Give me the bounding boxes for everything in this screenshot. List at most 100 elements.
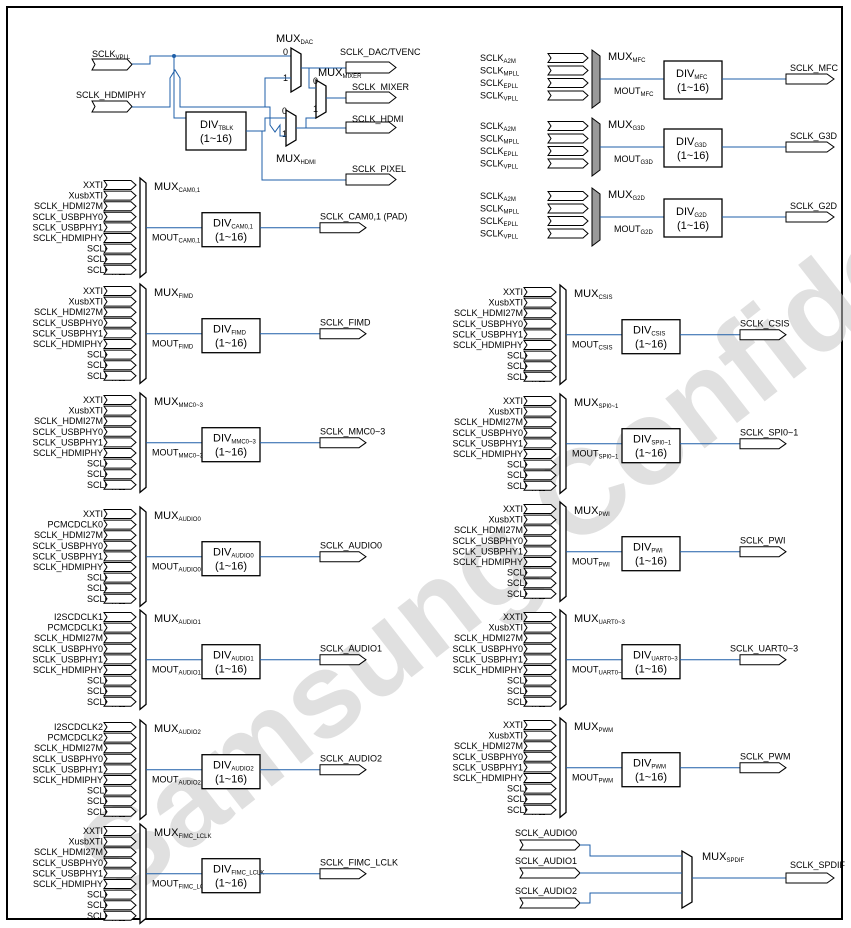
wire xyxy=(173,56,186,119)
output-label: SCLK_G3D xyxy=(790,131,838,141)
div-label: DIVAUDIO1 xyxy=(213,650,254,663)
divider-box xyxy=(201,644,261,680)
signal-pin xyxy=(103,469,137,480)
top-tv-section: SCLKVPLLSCLK_HDMIPHYDIVTBLK(1~16)MUXDAC0… xyxy=(76,33,421,186)
input-label: SCLK_USBPHY1 xyxy=(32,551,103,561)
mux-dac-shape xyxy=(290,46,302,94)
input-label: SCLK_HDMIPHY xyxy=(33,448,103,458)
divider-box xyxy=(201,754,261,790)
input-label: SCLKEPLL xyxy=(480,216,519,228)
input-label: SCLK_HDMIPHY xyxy=(453,773,523,783)
signal-pin xyxy=(103,665,137,675)
signal-pin xyxy=(103,211,137,222)
input-label: SCLK_USBPHY1 xyxy=(32,222,103,232)
input-label: SCLK_USBPHY0 xyxy=(32,754,103,764)
input-label: SCLK_AUDIO0 xyxy=(515,828,577,838)
signal-pin xyxy=(523,371,557,382)
signal-pin xyxy=(103,900,137,911)
output-label: SCLK_AUDIO2 xyxy=(320,754,382,764)
signal-pin xyxy=(547,53,589,63)
signal-pin xyxy=(103,612,137,622)
signal-pin xyxy=(103,339,137,349)
input-label: SCLK_USBPHY0 xyxy=(452,428,523,438)
signal-pin xyxy=(103,370,137,381)
right-block-spi0~1: XXTIXusbXTISCLK_HDMI27MSCLK_USBPHY0SCLK_… xyxy=(452,392,798,495)
div-label: DIVSPI0~1 xyxy=(633,434,672,447)
input-label: SCLK_USBPHY0 xyxy=(452,752,523,762)
input-label: SCLK_HDMI27M xyxy=(34,633,103,643)
mux-label: MUXMFC xyxy=(608,51,646,64)
signal-pin xyxy=(523,762,557,773)
signal-pin xyxy=(103,264,137,275)
output-pin xyxy=(319,551,367,563)
div-label: DIVG3D xyxy=(676,136,707,149)
signal-pin xyxy=(523,612,557,622)
mux-shape xyxy=(139,391,147,494)
mux-hdmi-label: MUXHDMI xyxy=(276,153,316,166)
signal-pin xyxy=(523,665,557,675)
mux-shape xyxy=(139,822,147,925)
div-label: DIVAUDIO2 xyxy=(213,760,254,773)
mux-label: MUXSPDIF xyxy=(702,851,744,864)
signal-pin xyxy=(103,201,137,212)
input-label: XXTI xyxy=(503,504,523,514)
mux-shape xyxy=(139,282,147,385)
output-pin xyxy=(319,222,367,234)
div-range: (1~16) xyxy=(635,448,667,460)
output-pin xyxy=(345,173,397,186)
signal-pin xyxy=(523,514,557,525)
input-label: SCLK_USBPHY1 xyxy=(452,546,523,556)
wire xyxy=(253,106,286,137)
div-label: DIVG2D xyxy=(676,206,707,219)
divider-box xyxy=(201,212,261,248)
input-label: SCLK_HDMIPHY xyxy=(33,775,103,785)
input-label: XXTI xyxy=(83,395,103,405)
output-pin xyxy=(319,654,367,666)
output-pin xyxy=(785,141,835,153)
signal-pin xyxy=(103,540,137,551)
input-label: SCLK_USBPHY1 xyxy=(452,438,523,448)
signal-pin xyxy=(523,751,557,762)
div-label: DIVFIMC_LCLK xyxy=(213,864,264,877)
input-label: SCLK_USBPHY0 xyxy=(32,318,103,328)
input-label: SCLK_USBPHY0 xyxy=(32,644,103,654)
signal-pin xyxy=(523,318,557,329)
wire xyxy=(261,131,346,181)
signal-pin xyxy=(103,307,137,318)
signal-pin xyxy=(523,783,557,794)
output-pin xyxy=(319,868,367,880)
mout-label: MOUTAUDIO0 xyxy=(152,562,202,574)
input-label: XusbXTI xyxy=(68,297,103,307)
signal-pin xyxy=(103,509,137,519)
output-pixel: SCLK_PIXEL xyxy=(352,164,406,174)
output-pin xyxy=(739,762,787,774)
output-label: SCLK_SPDIF xyxy=(790,860,846,870)
signal-pin xyxy=(103,222,137,233)
signal-pin xyxy=(523,643,557,654)
divider-box xyxy=(621,644,681,680)
divider-box xyxy=(201,858,261,894)
input-label: SCLK_HDMI27M xyxy=(454,741,523,751)
output-label: SCLK_PWI xyxy=(740,536,786,546)
left-block-audio0: XXTIPCMCDCLK0SCLK_HDMI27MSCLK_USBPHY0SCL… xyxy=(32,505,382,608)
signal-pin xyxy=(523,633,557,644)
mux-mixer-label: MUXMIXER xyxy=(318,67,362,80)
div-label: DIVCAM0,1 xyxy=(213,218,254,231)
input-label: SCLK_USBPHY1 xyxy=(452,762,523,772)
output-hdmi: SCLK_HDMI xyxy=(352,114,404,124)
signal-pin xyxy=(547,203,589,214)
input-label: SCLKVPLL xyxy=(480,159,519,171)
input-label: XusbXTI xyxy=(68,406,103,416)
signal-pin xyxy=(547,121,589,131)
mux-label: MUXPWI xyxy=(574,505,610,518)
signal-pin xyxy=(103,806,137,817)
mux-shape xyxy=(139,718,147,821)
signal-pin xyxy=(103,722,137,732)
output-pin xyxy=(345,121,397,134)
signal-pin xyxy=(103,836,137,847)
signal-pin xyxy=(523,350,557,361)
signal-pin xyxy=(103,675,137,686)
div-label: DIVPWM xyxy=(633,758,666,771)
signal-pin xyxy=(103,479,137,490)
signal-pin xyxy=(547,90,589,101)
